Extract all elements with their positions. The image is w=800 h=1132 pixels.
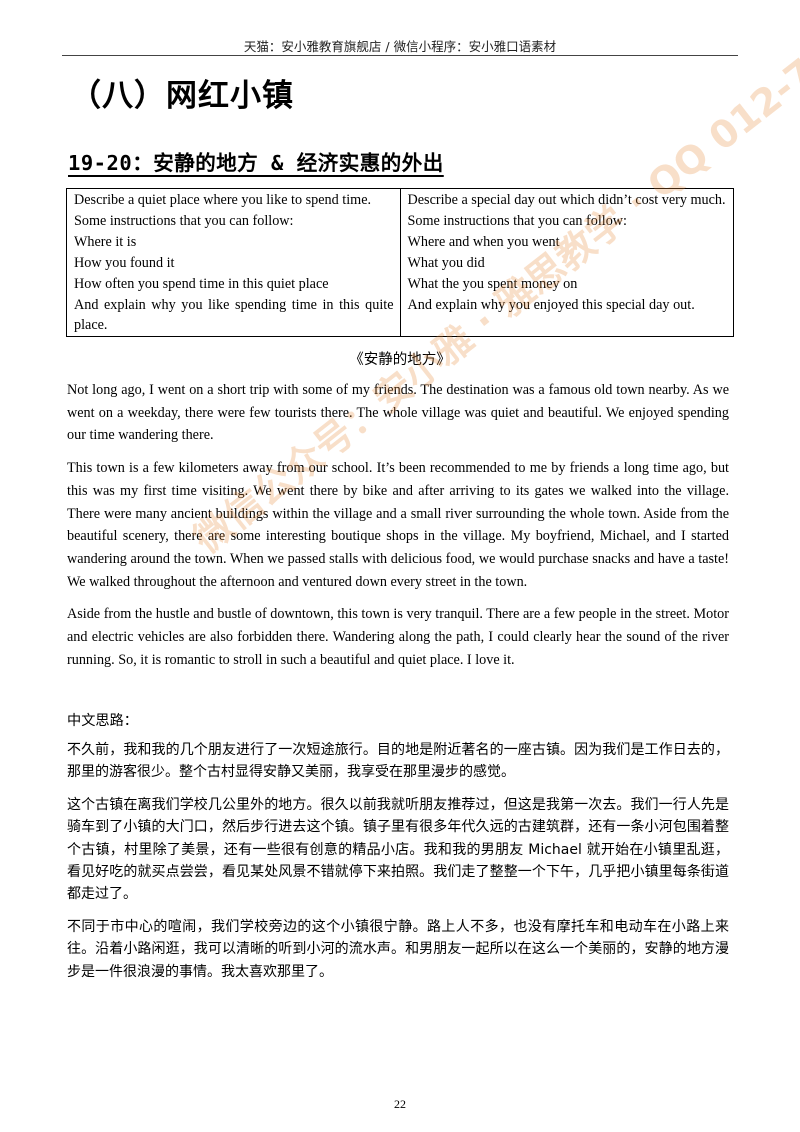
cue-card-line: Some instructions that you can follow: (74, 212, 294, 229)
cue-card-left: Describe a quiet place where you like to… (66, 187, 401, 338)
cue-card-line: What the you spent money on (407, 275, 578, 292)
cue-card-line: How often you spend time in this quiet p… (74, 275, 329, 292)
cue-card-line: Describe a special day out which didn’t … (407, 192, 726, 208)
topic-title: 19-20：安静的地方 & 经济实惠的外出 (68, 151, 444, 175)
cue-card-line: Describe a quiet place where you like to… (74, 192, 372, 208)
cue-card-line: Some instructions that you can follow: (407, 212, 627, 229)
header-divider (62, 55, 738, 56)
cue-card-line: Where it is (74, 233, 137, 250)
cue-card-line: And explain why you like spending time i… (74, 296, 394, 334)
english-essay: Not long ago, I went on a short trip wit… (67, 379, 729, 681)
chinese-outline: 不久前，我和我的几个朋友进行了一次短途旅行。目的地是附近著名的一座古镇。因为我们… (67, 739, 729, 993)
cue-card-line: What you did (407, 254, 485, 271)
page-header: 天猫：安小雅教育旗舰店 / 微信小程序：安小雅口语素材 (243, 39, 557, 54)
essay-paragraph: Aside from the hustle and bustle of down… (67, 606, 729, 668)
section-title: （八）网红小镇 (70, 78, 294, 114)
chinese-outline-label: 中文思路： (67, 713, 138, 729)
essay-paragraph: This town is a few kilometers away from … (67, 460, 729, 590)
cue-card-line: How you found it (74, 254, 175, 271)
essay-title: 《安静的地方》 (349, 352, 451, 368)
chinese-paragraph: 不久前，我和我的几个朋友进行了一次短途旅行。目的地是附近著名的一座古镇。因为我们… (67, 742, 729, 781)
essay-paragraph: Not long ago, I went on a short trip wit… (67, 382, 729, 444)
cue-card-table: Describe a quiet place where you like to… (66, 187, 734, 338)
cue-card-line: Where and when you went (407, 233, 560, 250)
chinese-paragraph: 不同于市中心的喧闹，我们学校旁边的这个小镇很宁静。路上人不多，也没有摩托车和电动… (67, 918, 729, 980)
page-number: 22 (394, 1097, 406, 1111)
chinese-paragraph: 这个古镇在离我们学校几公里外的地方。很久以前我就听朋友推荐过，但这是我第一次去。… (67, 796, 729, 903)
cue-card-right: Describe a special day out which didn’t … (399, 187, 734, 338)
cue-card-line: And explain why you enjoyed this special… (407, 296, 695, 313)
